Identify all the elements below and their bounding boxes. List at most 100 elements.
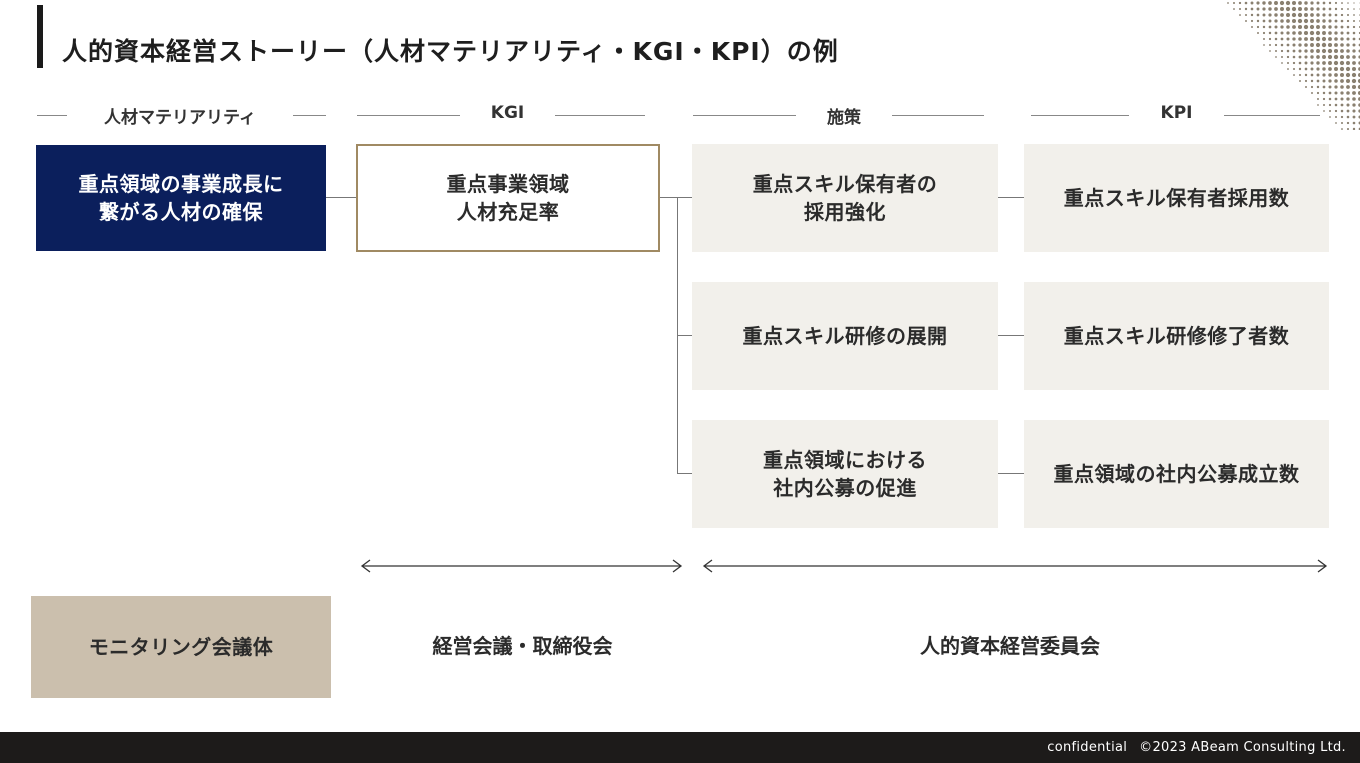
decorative-dot — [1352, 43, 1356, 47]
decorative-dot — [1328, 25, 1332, 29]
decorative-dot — [1333, 60, 1339, 66]
decorative-dot — [1315, 42, 1321, 48]
decorative-dot — [1352, 19, 1356, 23]
decorative-dot — [1317, 98, 1319, 100]
title-accent-bar — [37, 5, 43, 68]
decorative-dot — [1322, 55, 1326, 59]
decorative-dot — [1280, 37, 1284, 41]
decorative-dot — [1268, 25, 1272, 29]
decorative-dot — [1341, 128, 1343, 130]
decorative-dot — [1340, 85, 1344, 89]
decorative-dot — [1310, 85, 1314, 89]
decorative-dot — [1286, 31, 1290, 35]
decorative-dot — [1340, 7, 1344, 11]
decorative-dot — [1340, 13, 1344, 17]
decorative-dot — [1262, 1, 1266, 5]
decorative-dot — [1322, 13, 1326, 17]
decorative-dot — [1328, 67, 1332, 71]
decorative-dot — [1262, 25, 1266, 29]
decorative-dot — [1352, 49, 1356, 53]
decorative-dot — [1309, 24, 1315, 30]
decorative-dot — [1262, 31, 1266, 35]
decorative-dot — [1334, 103, 1338, 107]
decorative-dot — [1298, 1, 1302, 5]
decorative-dot — [1304, 1, 1308, 5]
connector-line — [660, 197, 693, 198]
decorative-dot — [1339, 72, 1345, 78]
decorative-dot — [1334, 7, 1338, 11]
column-header-measures: 施策 — [827, 108, 861, 128]
decorative-dot — [1303, 24, 1309, 30]
decorative-dot — [1256, 13, 1260, 17]
decorative-dot — [1292, 61, 1296, 65]
decorative-dot — [1297, 18, 1303, 24]
decorative-dot — [1279, 0, 1285, 6]
decorative-dot — [1340, 103, 1344, 107]
decorative-dot — [1316, 79, 1320, 83]
decorative-dot — [1262, 19, 1266, 23]
decorative-dot — [1285, 0, 1291, 6]
decorative-dot-pattern — [1227, 0, 1360, 130]
decorative-dot — [1321, 48, 1327, 54]
decorative-dot — [1353, 14, 1355, 16]
decorative-dot — [1334, 73, 1338, 77]
decorative-dot — [1310, 43, 1314, 47]
decorative-dot — [1352, 37, 1356, 41]
decorative-dot — [1340, 43, 1344, 47]
decorative-dot — [1322, 1, 1326, 5]
decorative-dot — [1315, 36, 1321, 42]
decorative-dot — [1334, 115, 1338, 119]
decorative-dot — [1291, 18, 1297, 24]
decorative-dot — [1293, 74, 1295, 76]
decorative-dot — [1328, 1, 1332, 5]
decorative-dot — [1346, 127, 1350, 130]
decorative-dot — [1298, 31, 1302, 35]
decorative-dot — [1286, 37, 1290, 41]
decorative-dot — [1298, 49, 1302, 53]
decorative-dot — [1245, 20, 1247, 22]
decorative-dot — [1347, 2, 1349, 4]
decorative-dot — [1310, 49, 1314, 53]
decorative-dot — [1352, 115, 1356, 119]
decorative-dot — [1328, 61, 1332, 65]
decorative-dot — [1334, 25, 1338, 29]
decorative-dot — [1274, 1, 1278, 5]
decorative-dot — [1335, 122, 1337, 124]
decorative-dot — [1263, 44, 1265, 46]
decorative-dot — [1316, 91, 1320, 95]
decorative-dot — [1298, 55, 1302, 59]
decorative-dot — [1310, 73, 1314, 77]
decorative-dot — [1328, 13, 1332, 17]
decorative-dot — [1328, 91, 1332, 95]
decorative-dot — [1352, 55, 1356, 59]
decorative-dot — [1244, 7, 1248, 11]
decorative-dot — [1298, 73, 1302, 77]
decorative-dot — [1340, 19, 1344, 23]
monitoring-kgi-body: 経営会議・取締役会 — [432, 634, 613, 658]
decorative-dot — [1316, 73, 1320, 77]
decorative-dot — [1340, 37, 1344, 41]
decorative-dot — [1281, 62, 1283, 64]
decorative-dot — [1351, 84, 1357, 90]
decorative-dot — [1285, 6, 1291, 12]
decorative-dot — [1287, 68, 1289, 70]
decorative-dot — [1328, 79, 1332, 83]
connector-line — [677, 335, 693, 336]
decorative-dot — [1244, 13, 1248, 17]
decorative-dot — [1280, 31, 1284, 35]
decorative-dot — [1346, 49, 1350, 53]
decorative-dot — [1316, 1, 1320, 5]
decorative-dot — [1322, 61, 1326, 65]
decorative-dot — [1334, 85, 1338, 89]
decorative-dot — [1351, 72, 1357, 78]
decorative-dot — [1321, 42, 1327, 48]
decorative-dot — [1292, 55, 1296, 59]
decorative-dot — [1346, 25, 1350, 29]
decorative-dot — [1304, 61, 1308, 65]
decorative-dot — [1256, 25, 1260, 29]
decorative-dot — [1316, 67, 1320, 71]
decorative-dot — [1346, 43, 1350, 47]
decorative-dot — [1346, 85, 1350, 89]
decorative-dot — [1328, 103, 1332, 107]
decorative-dot — [1322, 91, 1326, 95]
